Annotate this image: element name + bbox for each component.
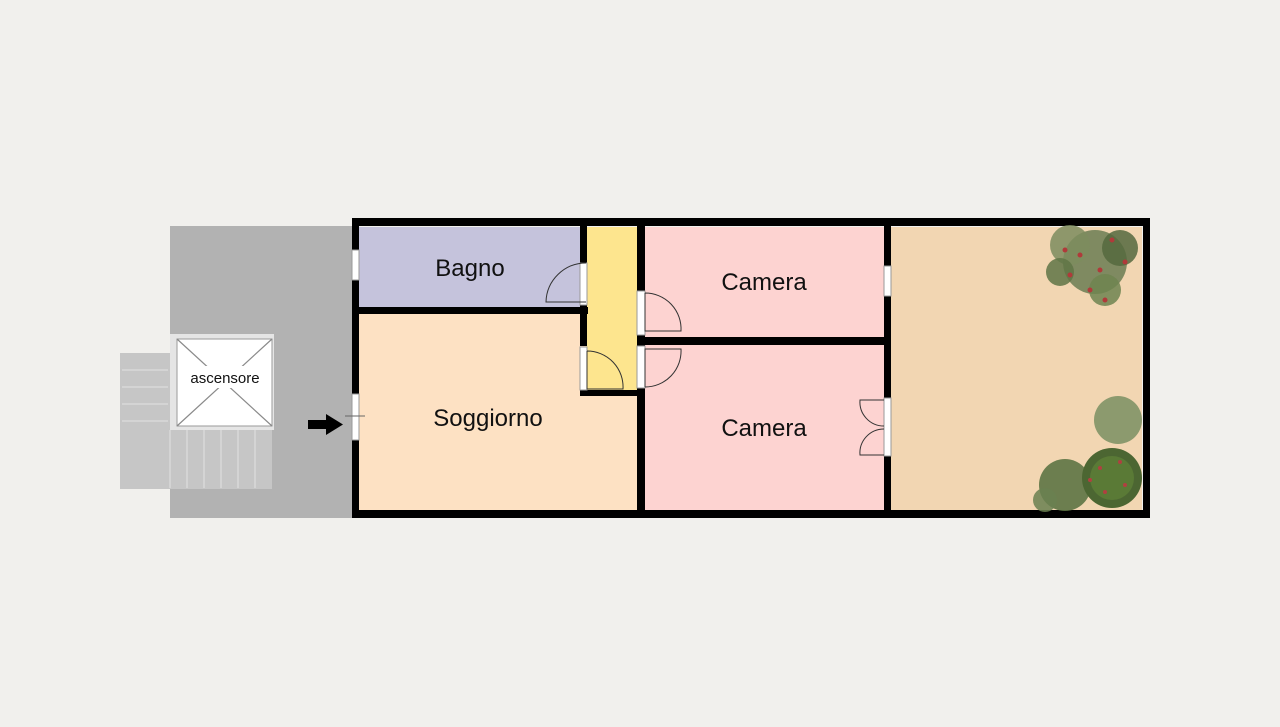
elevator-label: ascensore [190,370,259,387]
room-label-camera-bottom: Camera [721,415,807,442]
plant-icon [1046,225,1138,306]
entrance-arrow-icon [308,414,343,435]
room-camera-bottom-fill [645,345,886,511]
windows [351,249,892,457]
elevator: ascensore [170,334,274,430]
room-camera-top-fill [645,227,886,338]
room-bagno-fill [358,227,586,308]
staircase [120,353,272,489]
room-label-camera-top: Camera [721,269,807,296]
room-label-bagno: Bagno [435,255,504,282]
plant-icon [1033,396,1142,512]
room-label-soggiorno: Soggiorno [433,405,542,432]
room-corridor-fill [586,227,640,393]
door-swings [545,262,885,456]
